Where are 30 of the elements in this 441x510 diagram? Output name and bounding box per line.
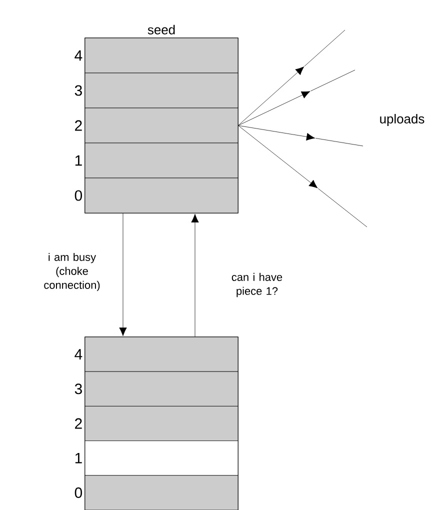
piece-number: 0 [74, 190, 82, 201]
upload-arrow [238, 66, 304, 126]
piece-box [84, 406, 238, 441]
piece-number: 4 [74, 50, 82, 61]
upload-arrow [238, 125, 316, 141]
upload-arrow [238, 125, 318, 188]
piece-box [84, 475, 238, 510]
edge-label: can i have piece 1? [232, 272, 282, 298]
piece-box [84, 440, 238, 476]
piece-number: 2 [75, 120, 82, 131]
piece-box [84, 108, 238, 144]
arrow [191, 214, 199, 337]
arrow [119, 213, 127, 336]
piece-box [84, 336, 238, 372]
piece-number: 2 [75, 418, 82, 429]
upload-arrow [238, 91, 310, 126]
piece-box [84, 371, 238, 406]
piece-box [84, 142, 238, 178]
piece-box [84, 178, 238, 214]
piece-number: 1 [75, 452, 82, 464]
piece-number: 0 [74, 487, 82, 498]
piece-number: 1 [75, 155, 82, 166]
node-label: seed [148, 24, 175, 34]
piece-number: 3 [74, 384, 82, 394]
piece-box [84, 72, 238, 108]
piece-number: 4 [74, 349, 82, 360]
piece-number: 3 [74, 85, 82, 96]
edge-label: i am busy (choke connection) [44, 252, 100, 292]
piece-box [84, 38, 238, 74]
uploads-label: uploads [380, 114, 424, 126]
